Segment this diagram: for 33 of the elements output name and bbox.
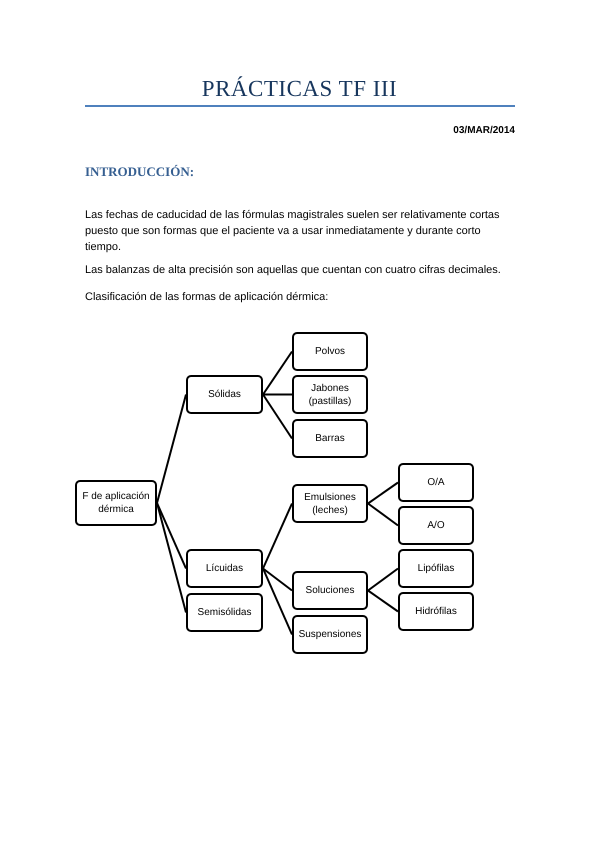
connector-line xyxy=(262,503,293,569)
category-box: Soluciones xyxy=(292,571,368,610)
paragraph-text: Las balanzas de alta precisión son aquellas que cuentan con cuatro cifras decimales. xyxy=(85,263,502,278)
category-box: F de aplicación dérmica xyxy=(75,480,157,526)
date-text: 03/MAR/2014 xyxy=(453,124,515,137)
category-box: Suspensiones xyxy=(292,615,368,654)
paragraph-text: Clasificación de las formas de aplicación dérmica: xyxy=(85,290,330,305)
page-title: PRÁCTICAS TF III xyxy=(202,75,398,103)
connector-line xyxy=(262,394,293,440)
connector-line xyxy=(156,502,187,569)
paragraph-text: Las fechas de caducidad de las fórmulas magistrales suelen ser relativamente cortas puesto que son formas que el paciente va a usar inmediatamente y durante corto tiempo. xyxy=(85,208,501,255)
category-box: A/O xyxy=(398,506,474,545)
category-box: Hidrófilas xyxy=(398,592,474,631)
connector-line xyxy=(156,502,187,613)
connector-line xyxy=(367,482,399,504)
category-box: Emulsiones (leches) xyxy=(292,484,368,523)
section-heading: INTRODUCCIÓN: xyxy=(85,164,194,180)
connector-line xyxy=(262,568,293,635)
category-box: Sólidas xyxy=(186,375,263,414)
category-box: Jabones (pastillas) xyxy=(292,375,368,414)
connector-line xyxy=(263,394,292,396)
category-box: Barras xyxy=(292,419,368,458)
connector-line xyxy=(262,350,293,396)
category-box: Lipófilas xyxy=(398,549,474,588)
category-box: Semisólidas xyxy=(186,593,263,632)
category-box: O/A xyxy=(398,463,474,502)
category-box: Polvos xyxy=(292,332,368,371)
connector-line xyxy=(367,502,399,526)
connector-line xyxy=(262,568,293,592)
connector-line xyxy=(367,590,399,612)
connector-line xyxy=(367,568,399,592)
connector-line xyxy=(156,394,187,504)
category-box: Lícuidas xyxy=(186,549,263,588)
